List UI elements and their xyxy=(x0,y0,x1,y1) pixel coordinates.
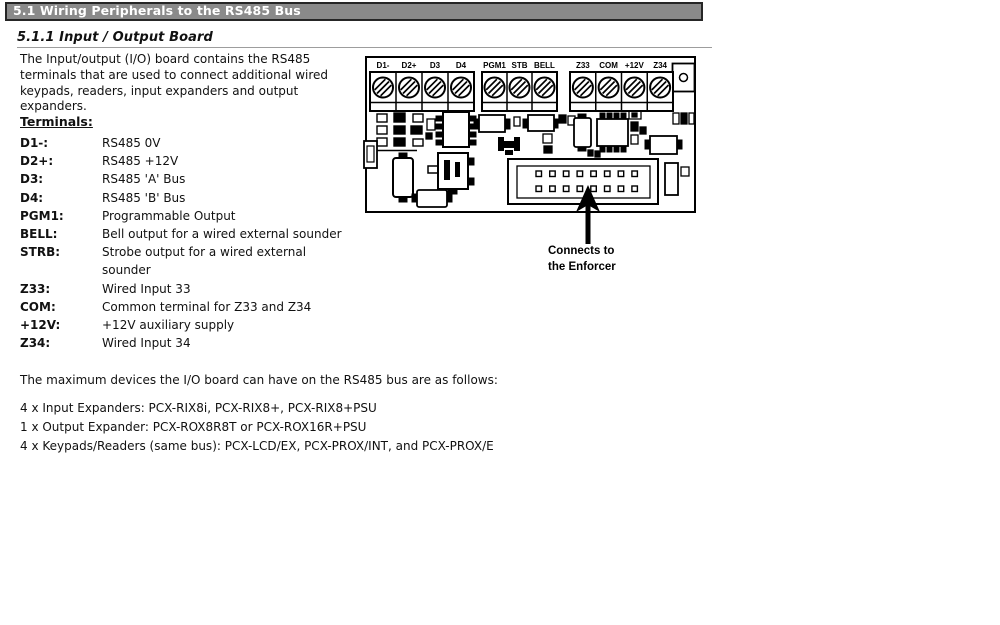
terminal-pin-label: D4 xyxy=(456,61,467,70)
edge-component xyxy=(363,140,378,169)
terminal-desc: Common terminal for Z33 and Z34 xyxy=(102,299,312,314)
edge-component xyxy=(664,162,690,196)
capacitor-horizontal xyxy=(473,114,511,133)
enforcer-header-connector xyxy=(507,158,659,205)
terminal-row: D3: RS485 'A' Bus xyxy=(20,170,365,188)
callout-arrow xyxy=(576,185,600,244)
terminal-row: D2+: RS485 +12V xyxy=(20,152,365,170)
terminal-pin-label: BELL xyxy=(534,61,555,70)
terminal-label: PGM1: xyxy=(20,208,64,223)
terminal-pin-label: PGM1 xyxy=(483,61,506,70)
terminal-pin-label: Z34 xyxy=(653,61,667,70)
callout-line1: Connects to xyxy=(548,245,615,257)
terminal-blocks: D1- D2+ D3 D4 PGM1 STB BELL Z33 COM +12V Z34 xyxy=(369,61,674,112)
terminal-label: D4: xyxy=(20,190,44,205)
terminal-pin-label: D1- xyxy=(377,61,390,70)
terminal-pin-label: Z33 xyxy=(576,61,590,70)
terminal-row: +12V: +12V auxiliary supply xyxy=(20,316,365,334)
terminal-label: COM: xyxy=(20,299,56,314)
terminal-row: STRB: Strobe output for a wired external … xyxy=(20,243,365,279)
capacitor-vertical xyxy=(392,152,414,203)
callout-line2: the Enforcer xyxy=(548,261,616,273)
terminal-row: PGM1: Programmable Output xyxy=(20,207,365,225)
intro-paragraph: The Input/output (I/O) board contains th… xyxy=(20,52,329,114)
terminal-row: D1-: RS485 0V xyxy=(20,134,365,152)
terminal-row: D4: RS485 'B' Bus xyxy=(20,189,365,207)
subsection-divider xyxy=(17,47,712,48)
terminal-row: BELL: Bell output for a wired external so… xyxy=(20,225,365,243)
terminal-row: Z33: Wired Input 33 xyxy=(20,280,365,298)
terminal-row: COM: Common terminal for Z33 and Z34 xyxy=(20,298,365,316)
mounting-hole xyxy=(671,62,696,93)
board-components xyxy=(363,110,695,208)
terminal-block: Z33 COM +12V Z34 xyxy=(569,61,674,112)
max-devices-intro: The maximum devices the I/O board can ha… xyxy=(20,373,498,387)
subsection-title: 5.1.1 Input / Output Board xyxy=(17,30,213,45)
terminal-block: PGM1 STB BELL xyxy=(481,61,558,112)
terminal-pin-label: STB xyxy=(512,61,528,70)
terminal-desc: Wired Input 34 xyxy=(102,336,191,351)
capacitor-vertical xyxy=(573,113,592,152)
capacitor-horizontal xyxy=(644,135,683,155)
max-devices-item: 4 x Keypads/Readers (same bus): PCX-LCD/… xyxy=(20,439,494,454)
capacitor-horizontal xyxy=(522,114,559,132)
terminal-label: STRB: xyxy=(20,245,61,260)
terminal-pin-label: D2+ xyxy=(402,61,417,70)
terminal-label: +12V: xyxy=(20,318,61,333)
max-devices-item: 4 x Input Expanders: PCX-RIX8i, PCX-RIX8… xyxy=(20,401,377,415)
terminals-heading: Terminals: xyxy=(20,114,93,129)
smd-pads xyxy=(628,110,695,145)
terminal-desc: Strobe output for a wired external sound… xyxy=(102,245,307,278)
terminal-label: D2+: xyxy=(20,154,54,169)
terminal-desc: RS485 0V xyxy=(102,136,161,150)
terminal-desc: +12V auxiliary supply xyxy=(102,318,235,333)
voltage-regulator xyxy=(427,152,475,195)
section-header-bar: 5.1 Wiring Peripherals to the RS485 Bus xyxy=(5,2,703,21)
terminal-pin-label: +12V xyxy=(625,61,645,70)
terminal-label: Z33: xyxy=(20,281,51,296)
terminal-desc: Wired Input 33 xyxy=(102,281,191,296)
terminal-list: D1-: RS485 0V D2+: RS485 +12V D3: RS485 'A'… xyxy=(20,134,365,352)
terminal-row: Z34: Wired Input 34 xyxy=(20,334,365,352)
terminal-pin-label: COM xyxy=(599,61,618,70)
terminal-block: D1- D2+ D3 D4 xyxy=(369,61,475,112)
ic-dip8 xyxy=(435,111,477,148)
terminal-desc: Programmable Output xyxy=(102,208,236,223)
smd-pads xyxy=(425,118,436,140)
smd-pads xyxy=(542,114,601,158)
max-devices-list: 4 x Input Expanders: PCX-RIX8i, PCX-RIX8… xyxy=(20,399,660,457)
callout-text: Connects to the Enforcer xyxy=(548,243,616,275)
capacitor-horizontal xyxy=(411,189,453,208)
terminal-desc: Bell output for a wired external sounder xyxy=(102,227,342,242)
smd-pad xyxy=(513,116,521,127)
terminal-label: BELL: xyxy=(20,227,58,242)
smd-resistor-grid xyxy=(375,112,424,152)
terminal-pin-label: D3 xyxy=(430,61,441,70)
terminal-label: D1-: xyxy=(20,136,49,150)
terminal-label: D3: xyxy=(20,172,44,187)
terminal-label: Z34: xyxy=(20,336,51,351)
max-devices-item: 1 x Output Expander: PCX-ROX8R8T or PCX-… xyxy=(20,420,367,435)
ic-soic8 xyxy=(596,112,629,153)
io-board-diagram: D1- D2+ D3 D4 PGM1 STB BELL Z33 COM +12V Z34 xyxy=(363,56,696,244)
terminal-desc: RS485 +12V xyxy=(102,154,179,169)
terminal-desc: RS485 'A' Bus xyxy=(102,172,186,187)
section-header-title: 5.1 Wiring Peripherals to the RS485 Bus xyxy=(13,3,301,18)
terminal-desc: RS485 'B' Bus xyxy=(102,190,186,205)
smd-transistor xyxy=(498,137,520,155)
